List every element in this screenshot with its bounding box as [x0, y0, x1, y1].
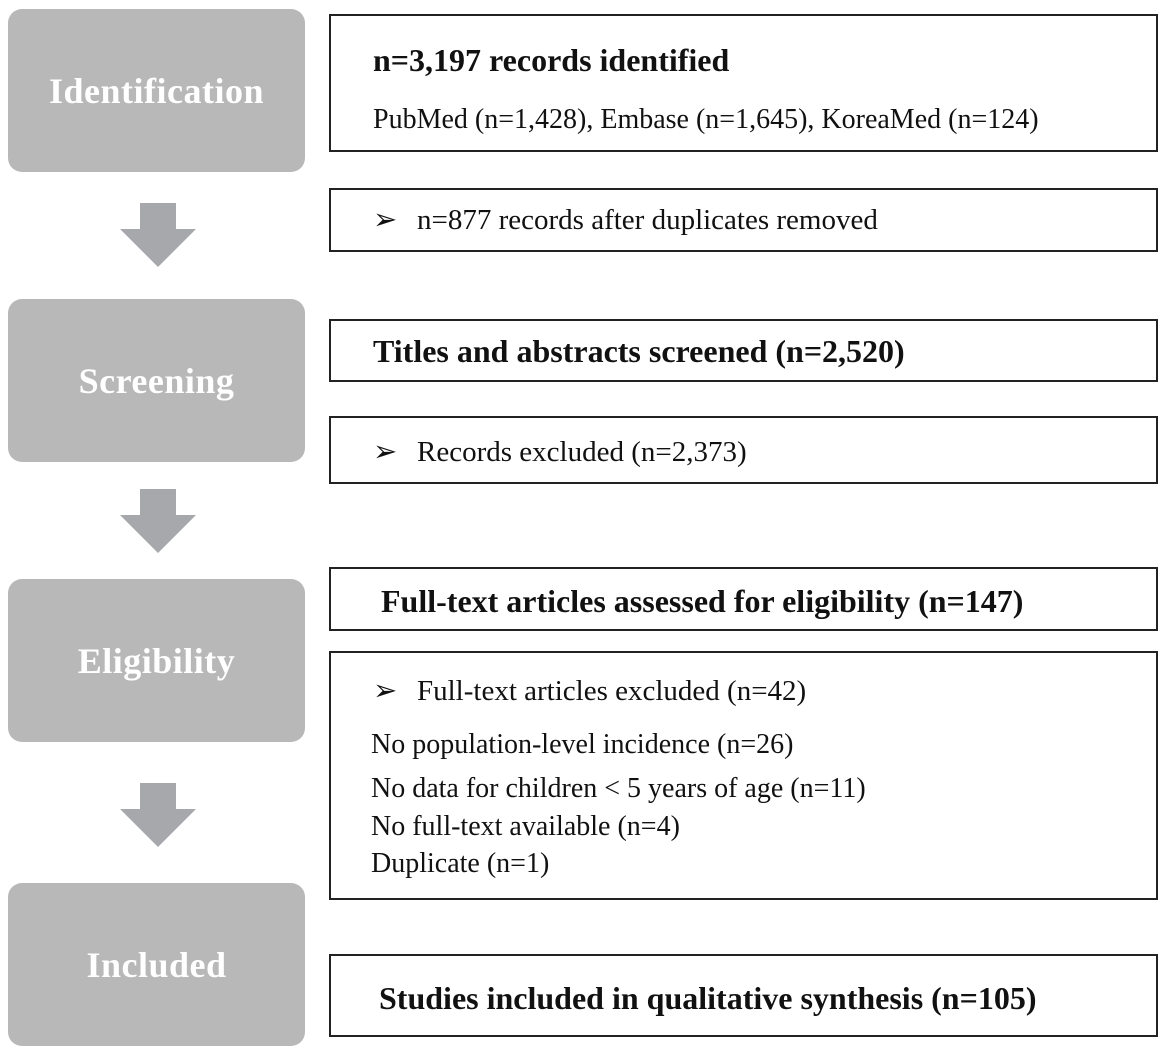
stage-eligibility-label: Eligibility [77, 640, 236, 681]
studies-included-text: Studies included in qualitative synthesi… [379, 980, 1037, 1016]
exclusion-reason: No data for children < 5 years of age (n… [371, 773, 866, 804]
records-excluded-text: ➢Records excluded (n=2,373) [373, 436, 747, 468]
records-identified-box: n=3,197 records identified PubMed (n=1,4… [329, 14, 1158, 152]
arrowhead-bullet-icon: ➢ [373, 204, 398, 236]
stage-identification: Identification [8, 9, 305, 172]
stage-included: Included [8, 883, 305, 1046]
arrowhead-bullet-icon: ➢ [373, 675, 398, 707]
studies-included-box: Studies included in qualitative synthesi… [329, 954, 1158, 1037]
records-identified-title: n=3,197 records identified [373, 42, 730, 78]
exclusion-reason: Duplicate (n=1) [371, 848, 550, 879]
down-arrow-icon [120, 783, 196, 847]
exclusion-reason: No full-text available (n=4) [371, 811, 680, 842]
arrowhead-bullet-icon: ➢ [373, 436, 398, 468]
down-arrow-icon [120, 489, 196, 553]
fulltext-excluded-title: ➢Full-text articles excluded (n=42) [373, 675, 807, 707]
stage-included-label: Included [86, 944, 227, 985]
stage-identification-label: Identification [48, 70, 264, 111]
stage-screening: Screening [8, 299, 305, 462]
titles-abstracts-screened-text: Titles and abstracts screened (n=2,520) [373, 333, 905, 369]
duplicates-removed-text: ➢n=877 records after duplicates removed [373, 204, 878, 236]
stage-eligibility: Eligibility [8, 579, 305, 742]
fulltext-assessed-box: Full-text articles assessed for eligibil… [329, 567, 1158, 631]
duplicates-removed-box: ➢n=877 records after duplicates removed [329, 188, 1158, 252]
records-identified-detail: PubMed (n=1,428), Embase (n=1,645), Kore… [373, 104, 1039, 135]
titles-abstracts-screened-box: Titles and abstracts screened (n=2,520) [329, 319, 1158, 382]
stage-screening-label: Screening [78, 360, 235, 401]
exclusion-reason: No population-level incidence (n=26) [371, 729, 794, 760]
down-arrow-icon [120, 203, 196, 267]
fulltext-excluded-box: ➢Full-text articles excluded (n=42) No p… [329, 651, 1158, 900]
fulltext-assessed-text: Full-text articles assessed for eligibil… [381, 583, 1024, 619]
records-excluded-box: ➢Records excluded (n=2,373) [329, 416, 1158, 484]
